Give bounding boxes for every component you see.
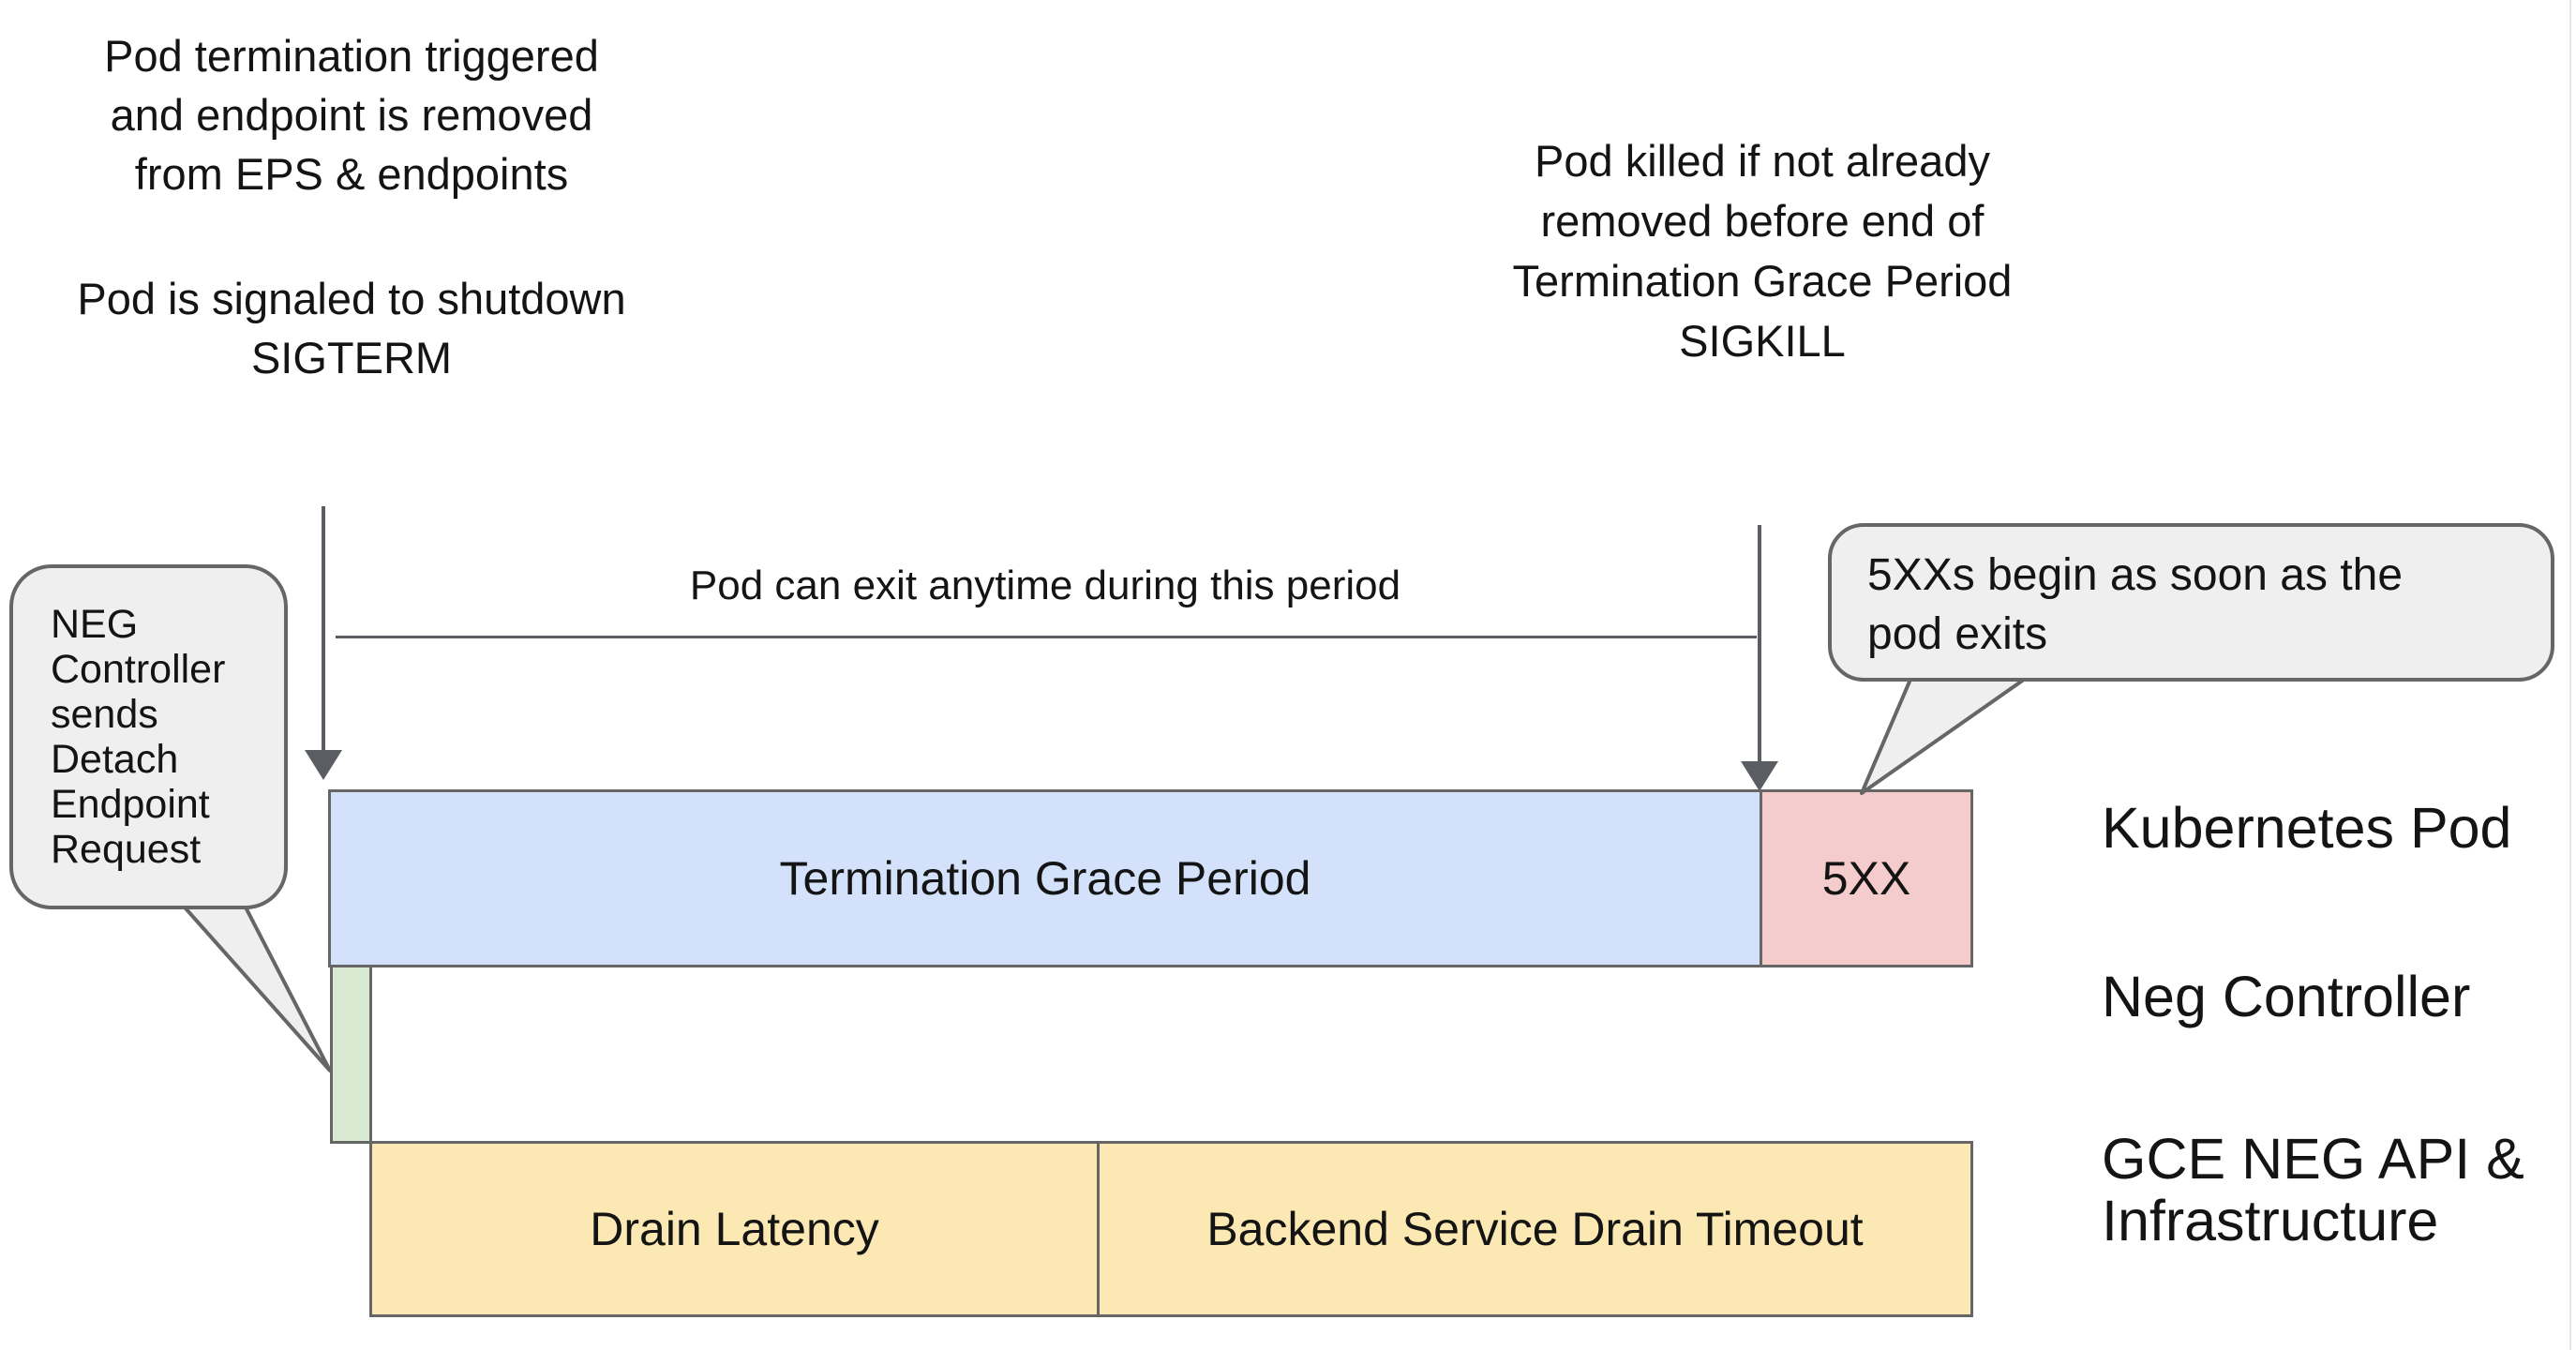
canvas-right-edge-line (2569, 0, 2571, 1350)
five-xx-bubble-text: 5XXs begin as soon as the pod exits (1867, 550, 2404, 659)
five-xx-bubble-tail (1860, 673, 2032, 795)
period-span-line (336, 636, 1757, 638)
neg-controller-bubble-text: NEG Controller sends Detach Endpoint Req… (51, 602, 226, 872)
termination-grace-period-bar: Termination Grace Period (328, 789, 1762, 968)
annotation-pod-termination: Pod termination triggered and endpoint i… (28, 26, 675, 387)
annotation-sigterm-text: Pod is signaled to shutdown SIGTERM (77, 274, 626, 382)
five-xx-bar-label: 5XX (1821, 852, 1911, 905)
drain-latency-label: Drain Latency (590, 1203, 879, 1255)
five-xx-bubble: 5XXs begin as soon as the pod exits (1828, 523, 2554, 682)
termination-grace-period-label: Termination Grace Period (779, 852, 1311, 905)
sigkill-arrow-head-icon (1741, 761, 1778, 791)
drain-latency-bar: Drain Latency (369, 1141, 1100, 1317)
five-xx-bar: 5XX (1760, 789, 1973, 968)
sigkill-arrow-line (1758, 525, 1761, 763)
annotation-sigkill-text: Pod killed if not already removed before… (1512, 136, 2013, 366)
neg-controller-bubble: NEG Controller sends Detach Endpoint Req… (9, 564, 288, 909)
backend-drain-timeout-label: Backend Service Drain Timeout (1206, 1203, 1864, 1255)
row-label-kubernetes-pod: Kubernetes Pod (2102, 796, 2512, 860)
row-label-gce-neg-api: GCE NEG API & Infrastructure (2102, 1127, 2524, 1252)
sigterm-arrow-head-icon (305, 750, 342, 780)
neg-detach-bar (330, 965, 372, 1144)
sigterm-arrow-line (322, 506, 325, 752)
neg-bubble-tail (176, 898, 332, 1072)
row-label-neg-controller: Neg Controller (2102, 965, 2471, 1028)
period-note-text: Pod can exit anytime during this period (689, 562, 1401, 608)
annotation-pod-termination-text: Pod termination triggered and endpoint i… (104, 31, 599, 199)
backend-drain-timeout-bar: Backend Service Drain Timeout (1097, 1141, 1973, 1317)
